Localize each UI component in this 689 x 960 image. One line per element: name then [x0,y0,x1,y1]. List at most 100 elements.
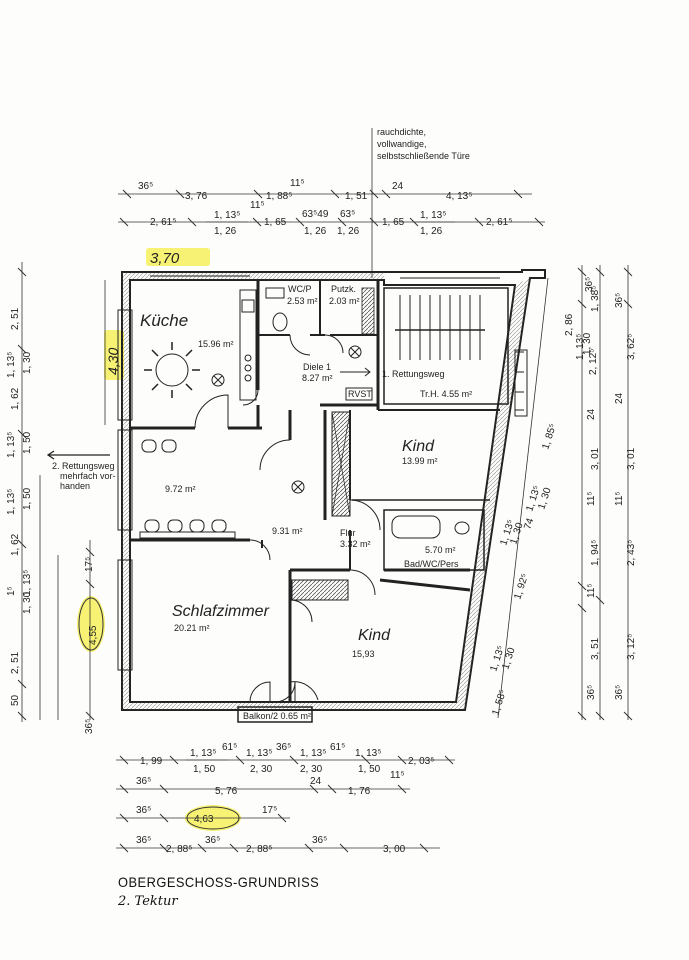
dim-top-r2-12: 1, 26 [420,226,443,237]
dim-bot-r4-3: 36⁵ [205,835,220,846]
room-diele-area: 8.27 m² [302,373,333,383]
dim-right-12: 3, 01 [590,447,601,470]
wall-columns [291,287,375,601]
dim-right-11: 24 [614,392,625,404]
room-kind1-area: 13.99 m² [402,456,438,466]
dim-left-6: 1, 50 [22,431,33,454]
room-kind1-name: Kind [402,438,435,455]
dim-right-1: 2, 86 [564,313,575,336]
left-dimensions [17,262,106,722]
bottom-dimension-labels: 1, 99 1, 13⁵ 61⁵ 1, 13⁵ 36⁵ 1, 13⁵ 61⁵ 1… [136,742,434,855]
dim-top-r2-4: 11⁵ [250,200,265,211]
room-schlaf-name: Schlafzimmer [172,603,270,620]
hand-dim-left: 4,30 [105,348,121,375]
dim-top-r2-7: 63⁵ [340,209,355,220]
dim-left-15: 1⁵ [6,586,17,596]
dim-left-11: 2, 51 [10,651,21,674]
right-dimensions [497,265,633,721]
dim-bot-8: 1, 13⁵ [355,748,381,759]
dim-bot-b4: 1, 50 [358,764,381,775]
dim-right-13: 3, 01 [626,447,637,470]
dim-left-3: 1, 30 [22,351,33,374]
dim-bot-r2-2: 5, 76 [215,786,238,797]
dim-left-1: 2, 51 [10,307,21,330]
dim-right-21: 2, 43⁵ [626,540,637,566]
dim-bot-r4-2: 2, 88⁵ [166,844,192,855]
dim-bot-7: 61⁵ [330,742,345,753]
note-line-3: selbstschließende Türe [377,151,470,161]
inner-walls [130,280,509,723]
hand-dim-top: 3,70 [150,250,180,267]
fixtures [46,287,524,703]
top-dimension-labels: 36⁵ 3, 76 1, 88⁵ 11⁵ 1, 51 24 4, 13⁵ 2, … [138,178,512,237]
room-kind2-name: Kind [358,627,391,644]
dim-top-r2-5: 1, 65 [264,217,287,228]
dim-right-5: 1, 13⁵ [575,334,586,360]
dim-top-r2-13: 2, 61⁵ [486,217,512,228]
rvst-label: RVST [348,389,372,399]
dim-bot-r3-2: 17⁵ [262,805,277,816]
dim-left-9: 1, 62 [10,533,21,556]
room-putzk-name: Putzk. [331,284,356,294]
dim-right-26: 3, 51 [590,637,601,660]
dim-right-6: 1, 30 [582,332,593,355]
hand-dim-bottom: 4,63 [194,814,214,825]
dim-bot-3: 61⁵ [222,742,237,753]
handwritten-marks: 3,70 4,30 4,55 4,63 [77,248,241,831]
room-flur-name: Flur [340,528,356,538]
dim-right-17: 11⁵ [586,491,597,506]
dim-left-12: 50 [10,694,21,706]
dim-top-r2-8: 1, 26 [304,226,327,237]
dim-right-8: 3, 62⁵ [626,334,637,360]
dim-right-2: 36⁵ [584,277,595,292]
dim-top-1: 36⁵ [138,181,153,192]
bottom-dimensions [116,755,455,853]
dim-bot-5: 36⁵ [276,742,291,753]
room-kind2-area: 15,93 [352,649,375,659]
dim-bot-b1: 1, 50 [193,764,216,775]
dim-bot-6: 1, 13⁵ [300,748,326,759]
dim-left-13: 36⁵ [84,719,95,734]
rettungsweg-2-line2: mehrfach vor- [60,471,116,481]
rettungsweg-1-label: 1. Rettungsweg [382,369,445,379]
dim-left-14: 17⁵ [84,557,95,572]
dim-bot-r4-1: 36⁵ [136,835,151,846]
dim-bot-r4-4: 2, 88⁵ [246,844,272,855]
dim-bot-r4-5: 36⁵ [312,835,327,846]
dim-left-5: 1, 13⁵ [6,432,17,458]
dim-bot-r4-6: 3, 00 [383,844,406,855]
room-kueche-area: 15.96 m² [198,339,234,349]
dim-right-16: 74 [522,517,536,531]
dim-right-3: 1, 38⁵ [590,286,601,312]
rettungsweg-2-line3: handen [60,481,90,491]
right-extra-labels: 1, 13⁵ 1, 30 [488,644,517,672]
left-dimension-labels: 2, 51 1, 13⁵ 1, 30 1, 62 1, 13⁵ 1, 50 1,… [6,307,95,734]
rettungsweg-2-label: 2. Rettungsweg [52,461,115,471]
dim-top-r2-10: 1, 65 [382,217,405,228]
dim-top-r2-9: 1, 26 [337,226,360,237]
dim-bot-r2-1: 36⁵ [136,776,151,787]
dim-bot-r2-4: 11⁵ [390,770,405,781]
room-bad-area: 5.70 m² [425,545,456,555]
dim-right-28: 36⁵ [586,685,597,700]
room-flur-area: 3.32 m² [340,539,371,549]
dim-right-19: 1, 92⁵ [512,572,531,600]
dim-left-10: 1, 30 [22,591,33,614]
room-essen-area: 9.72 m² [165,484,196,494]
room-wc-area: 2.53 m² [287,296,318,306]
note-line-2: vollwandige, [377,139,427,149]
door-note: rauchdichte, vollwandige, selbstschließe… [371,127,470,278]
dim-right-9: 1, 85⁵ [540,422,559,450]
dim-right-18: 11⁵ [614,491,625,506]
room-diele-name: Diele 1 [303,362,331,372]
room-schlaf-area: 20.21 m² [174,623,210,633]
dim-top-r2-3: 1, 26 [214,226,237,237]
dim-top-5: 1, 51 [345,191,368,202]
room-putzk-area: 2.03 m² [329,296,360,306]
dim-right-29: 36⁵ [614,685,625,700]
note-line-1: rauchdichte, [377,127,426,137]
plan-title: OBERGESCHOSS-GRUNDRISS [118,874,320,890]
dim-top-6: 24 [392,181,404,192]
dim-right-27: 3, 12⁵ [626,634,637,660]
